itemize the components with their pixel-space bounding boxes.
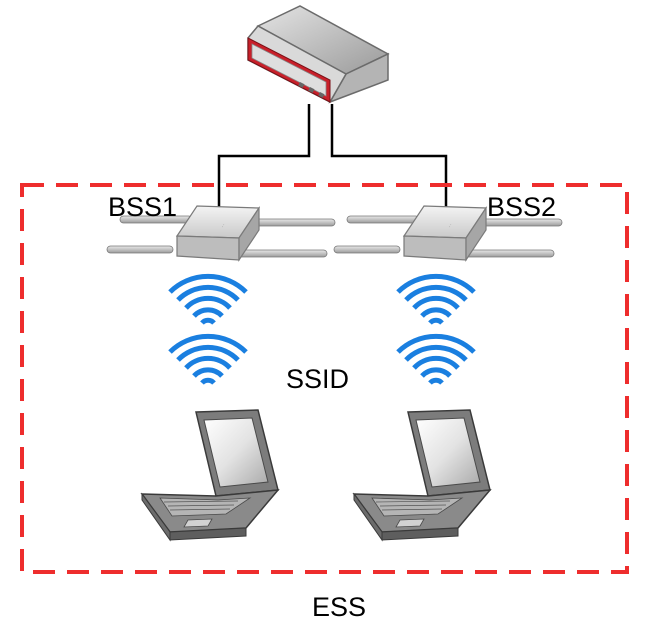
cable-to-ap2 xyxy=(330,104,448,208)
laptop-icon-2 xyxy=(353,409,491,541)
ess-boundary xyxy=(20,183,629,574)
ess-label: ESS xyxy=(312,592,367,622)
bss2-label: BSS2 xyxy=(487,192,557,222)
router-icon xyxy=(247,5,390,104)
laptop-icon-1 xyxy=(141,409,279,541)
ssid-label: SSID xyxy=(286,364,350,394)
wifi-signal-icon-3 xyxy=(398,276,474,323)
wifi-signal-icon-1 xyxy=(170,276,246,323)
wifi-signal-icon-2 xyxy=(170,336,246,383)
wifi-signal-icon-4 xyxy=(398,336,474,383)
cable-to-ap1 xyxy=(217,104,311,208)
bss1-label: BSS1 xyxy=(108,192,178,222)
